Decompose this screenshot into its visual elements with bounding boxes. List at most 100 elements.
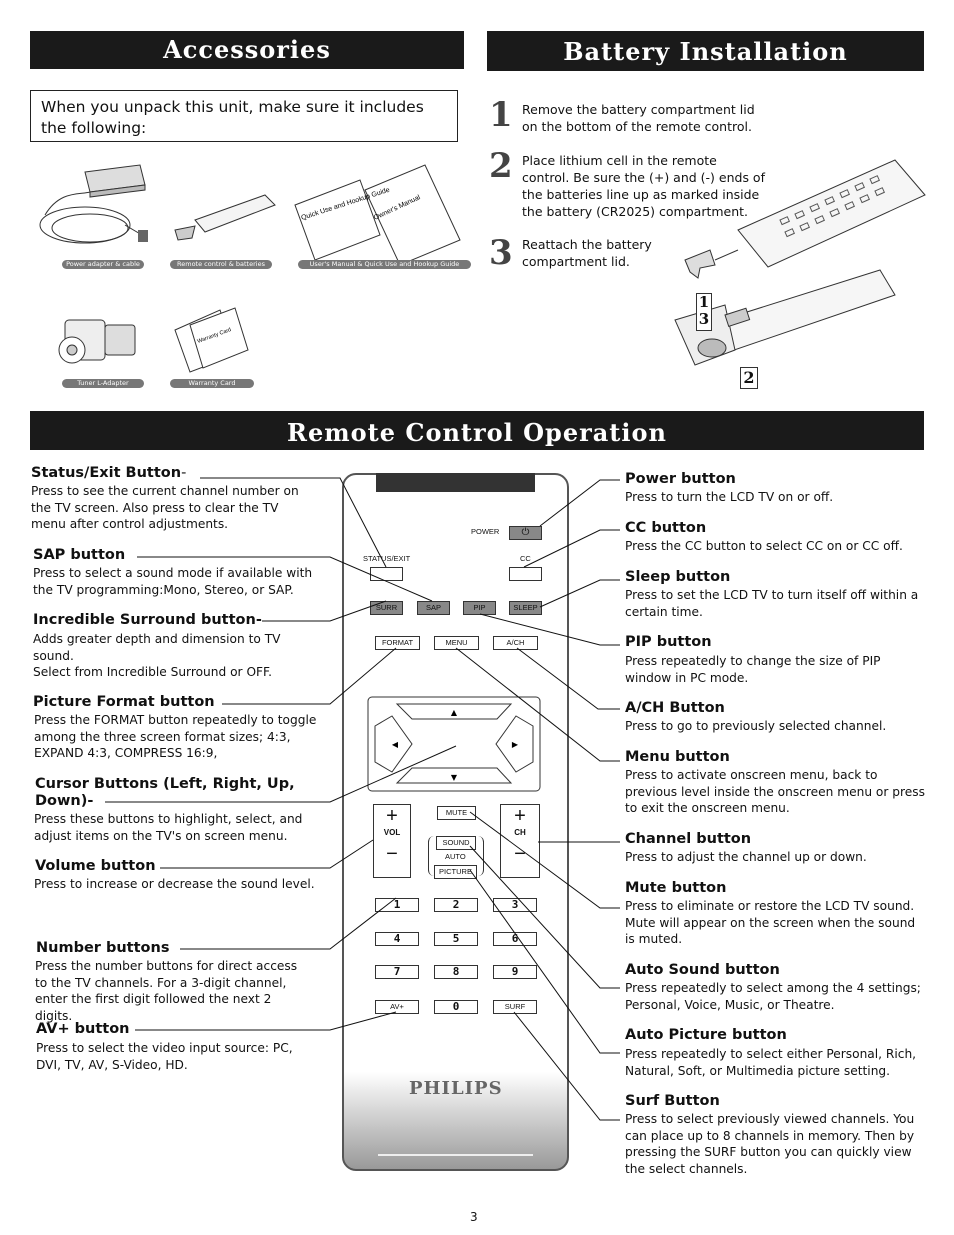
- auto-sound-title: Auto Sound button: [625, 962, 780, 978]
- ch-plus-icon: +: [514, 805, 526, 827]
- ach-title: A/CH Button: [625, 700, 725, 716]
- number-button-5[interactable]: 5: [434, 932, 478, 946]
- ach-button[interactable]: A/CH: [493, 636, 538, 650]
- cc-button[interactable]: [509, 567, 542, 581]
- sap-button[interactable]: SAP: [417, 601, 450, 615]
- number-button-3[interactable]: 3: [493, 898, 537, 912]
- surf-desc: Press to select previously viewed channe…: [625, 1112, 915, 1176]
- auto-picture-title: Auto Picture button: [625, 1027, 787, 1043]
- accessory-caption-4: Tuner L-Adapter: [62, 379, 144, 388]
- pip-desc: Press repeatedly to change the size of P…: [625, 654, 881, 685]
- sap-title: SAP button: [33, 547, 126, 563]
- up-arrow-icon: ▲: [451, 708, 458, 717]
- menu-button[interactable]: MENU: [434, 636, 479, 650]
- number-button-8[interactable]: 8: [434, 965, 478, 979]
- avplus-desc: Press to select the video input source: …: [36, 1041, 293, 1072]
- philips-logo: PHILIPS: [409, 1078, 503, 1099]
- ch-label: CH: [514, 828, 526, 837]
- power-title: Power button: [625, 471, 736, 487]
- cc-label: CC: [520, 554, 531, 563]
- step-text-2: Place lithium cell in the remote control…: [522, 153, 765, 219]
- sound-button[interactable]: SOUND: [436, 836, 476, 850]
- number-title: Number buttons: [36, 940, 170, 956]
- cc-title: CC button: [625, 520, 707, 536]
- volume-desc: Press to increase or decrease the sound …: [34, 877, 315, 891]
- accessory-caption-5: Warranty Card: [170, 379, 254, 388]
- cursor-right-button[interactable]: [495, 715, 534, 773]
- sleep-button[interactable]: SLEEP: [509, 601, 542, 615]
- battery-diagram: [674, 159, 926, 366]
- number-button-9[interactable]: 9: [493, 965, 537, 979]
- remote-top-strip: [376, 473, 535, 492]
- manuals-icon: Quick Use and Hookup Guide Owner's Manua…: [294, 164, 461, 266]
- mute-button[interactable]: MUTE: [437, 806, 476, 820]
- volume-rocker[interactable]: + VOL −: [373, 804, 411, 878]
- power-desc: Press to turn the LCD TV on or off.: [625, 490, 834, 504]
- surf-title: Surf Button: [625, 1093, 720, 1109]
- status-exit-label: STATUS/EXIT: [363, 554, 411, 563]
- battery-title: Battery Installation: [563, 37, 848, 66]
- step-number-2: 2: [489, 146, 513, 186]
- number-button-2[interactable]: 2: [434, 898, 478, 912]
- cursor-left-button[interactable]: [374, 715, 413, 773]
- remote-top-icon: [684, 159, 926, 279]
- auto-label: AUTO: [445, 852, 466, 861]
- sleep-title: Sleep button: [625, 569, 731, 585]
- remote-bottom-icon: [674, 269, 896, 366]
- power-adapter-icon: [39, 164, 148, 244]
- vol-plus-icon: +: [386, 805, 398, 827]
- mute-title: Mute button: [625, 880, 727, 896]
- cursor-down-button[interactable]: [395, 767, 513, 784]
- l-adapter-icon: [58, 319, 136, 364]
- surround-title: Incredible Surround button-: [33, 612, 262, 628]
- format-button[interactable]: FORMAT: [375, 636, 420, 650]
- channel-rocker[interactable]: + CH −: [500, 804, 540, 878]
- accessory-caption-2: Remote control & batteries: [170, 260, 272, 269]
- power-button[interactable]: ⏻: [509, 526, 542, 540]
- status-exit-title: Status/Exit Button-: [31, 465, 186, 481]
- down-arrow-icon: ▼: [451, 773, 458, 782]
- cursor-up-button[interactable]: [395, 703, 513, 720]
- volume-title: Volume button: [35, 858, 156, 874]
- left-arrow-icon: ◀: [392, 740, 399, 749]
- status-exit-label-text: Status/Exit Button: [31, 465, 182, 481]
- mute-desc: Press to eliminate or restore the LCD TV…: [625, 899, 916, 946]
- number-button-1[interactable]: 1: [375, 898, 419, 912]
- accessories-header: Accessories: [30, 31, 464, 69]
- number-button-7[interactable]: 7: [375, 965, 419, 979]
- diagram-mark-1-3: 1 3: [696, 293, 712, 331]
- number-button-4[interactable]: 4: [375, 932, 419, 946]
- cursor-desc: Press these buttons to highlight, select…: [34, 812, 303, 843]
- diagram-mark-2: 2: [740, 367, 758, 389]
- diagram-mark-1: 1: [698, 293, 710, 311]
- auto-sound-desc: Press repeatedly to select among the 4 s…: [625, 981, 921, 1012]
- ach-desc: Press to go to previously selected chann…: [625, 719, 887, 733]
- number-button-0[interactable]: 0: [434, 1000, 478, 1014]
- remote-bottom-line: [378, 1154, 533, 1156]
- channel-title: Channel button: [625, 831, 752, 847]
- picture-button[interactable]: PICTURE: [434, 865, 477, 879]
- menu-desc: Press to activate onscreen menu, back to…: [625, 768, 925, 815]
- cursor-title: Cursor Buttons (Left, Right, Up, Down)-: [35, 776, 295, 809]
- surr-button[interactable]: SURR: [370, 601, 403, 615]
- number-desc: Press the number buttons for direct acce…: [35, 959, 298, 1023]
- sound-picture-bracket: [428, 836, 484, 876]
- accessory-caption-3: User's Manual & Quick Use and Hookup Gui…: [298, 260, 471, 269]
- step-text-1: Remove the battery compartment lid on th…: [522, 102, 755, 134]
- format-desc: Press the FORMAT button repeatedly to to…: [34, 713, 317, 760]
- step-number-1: 1: [489, 95, 513, 135]
- avplus-button[interactable]: AV+: [375, 1000, 419, 1014]
- cc-desc: Press the CC button to select CC on or C…: [625, 539, 903, 553]
- diagram-mark-3: 3: [698, 310, 710, 328]
- accessory-caption-1: Power adapter & cable: [62, 260, 144, 269]
- sap-desc: Press to select a sound mode if availabl…: [33, 566, 313, 597]
- remote-title: Remote Control Operation: [287, 418, 667, 447]
- format-title: Picture Format button: [33, 694, 215, 710]
- surround-desc: Adds greater depth and dimension to TV s…: [33, 632, 281, 679]
- pip-button[interactable]: PIP: [463, 601, 496, 615]
- avplus-title: AV+ button: [36, 1021, 130, 1037]
- warranty-card-icon: Warranty Card: [174, 307, 249, 373]
- auto-picture-desc: Press repeatedly to select either Person…: [625, 1047, 917, 1078]
- vol-minus-icon: −: [386, 843, 398, 865]
